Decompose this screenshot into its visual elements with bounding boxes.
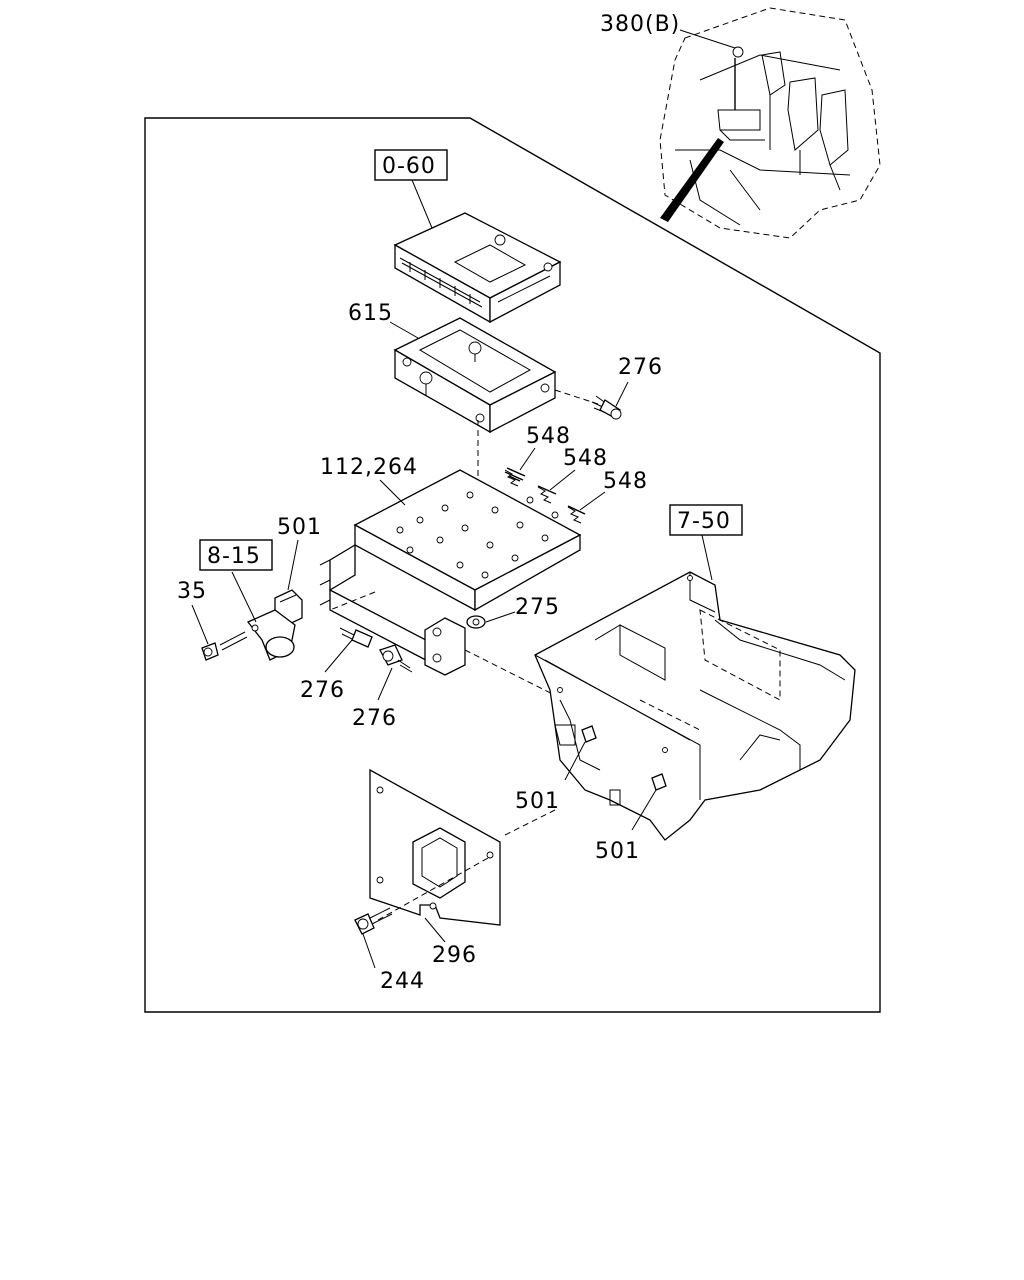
spring-548-a bbox=[504, 467, 526, 487]
label-501-right: 501 bbox=[595, 839, 640, 864]
leader-35 bbox=[191, 604, 209, 645]
label-548-b: 548 bbox=[563, 446, 608, 471]
leader-548-b bbox=[549, 469, 576, 491]
label-380b: 380(B) bbox=[600, 12, 680, 37]
label-244: 244 bbox=[380, 969, 425, 994]
label-8-15: 8-15 bbox=[207, 544, 261, 569]
leader-8-15 bbox=[231, 571, 257, 623]
ecu-module bbox=[393, 212, 562, 324]
leader-0-60 bbox=[411, 179, 433, 229]
leader-7-50 bbox=[701, 534, 713, 581]
label-112-264: 112,264 bbox=[320, 455, 418, 480]
label-0-60: 0-60 bbox=[382, 154, 436, 179]
leader-548-c bbox=[579, 491, 606, 511]
spring-548-b bbox=[537, 485, 557, 504]
label-35: 35 bbox=[177, 579, 207, 604]
leader-276-mid-b bbox=[377, 667, 393, 701]
label-548-c: 548 bbox=[603, 469, 648, 494]
screw-276-top bbox=[591, 395, 622, 420]
leader-276-mid-a bbox=[324, 639, 353, 673]
label-548-a: 548 bbox=[526, 424, 571, 449]
nut-275 bbox=[466, 615, 486, 629]
nut-501-mid bbox=[581, 725, 597, 743]
floor-frame-7-50 bbox=[534, 571, 856, 841]
cover-plate-296 bbox=[369, 768, 501, 926]
leader-276-top bbox=[615, 381, 629, 407]
screw-35 bbox=[201, 631, 248, 661]
leader-501-mid bbox=[564, 741, 586, 781]
label-296: 296 bbox=[432, 943, 477, 968]
leader-380b bbox=[679, 29, 736, 49]
label-276-mid-a: 276 bbox=[300, 678, 345, 703]
nut-501-right bbox=[651, 773, 667, 791]
location-pointer bbox=[660, 138, 724, 222]
screw-276-mid-b bbox=[379, 644, 413, 673]
base-plate-112-264 bbox=[319, 469, 582, 676]
leader-275 bbox=[485, 611, 516, 623]
leader-501-left bbox=[287, 539, 299, 591]
vehicle-cab-inset bbox=[659, 7, 881, 239]
ref-box-0-60 bbox=[374, 149, 448, 181]
label-501-mid: 501 bbox=[515, 789, 560, 814]
leader-501-right bbox=[631, 789, 657, 831]
label-615: 615 bbox=[348, 301, 393, 326]
label-276-top: 276 bbox=[618, 355, 663, 380]
label-501-left: 501 bbox=[277, 515, 322, 540]
label-276-mid-b: 276 bbox=[352, 706, 397, 731]
label-275: 275 bbox=[515, 595, 560, 620]
clip-8-15 bbox=[246, 609, 296, 661]
leader-112-264 bbox=[379, 479, 406, 506]
ref-box-8-15 bbox=[199, 539, 273, 571]
leader-296 bbox=[424, 917, 446, 943]
screw-276-mid-a bbox=[339, 627, 373, 648]
leader-615 bbox=[389, 321, 419, 339]
spring-548-c bbox=[567, 505, 586, 524]
bolt-244 bbox=[354, 907, 393, 935]
leader-244 bbox=[362, 933, 376, 969]
leader-548-a bbox=[519, 447, 536, 471]
label-7-50: 7-50 bbox=[677, 509, 731, 534]
ref-box-7-50 bbox=[669, 504, 743, 536]
diagram-frame bbox=[144, 117, 881, 1013]
bracket-615 bbox=[393, 317, 557, 434]
